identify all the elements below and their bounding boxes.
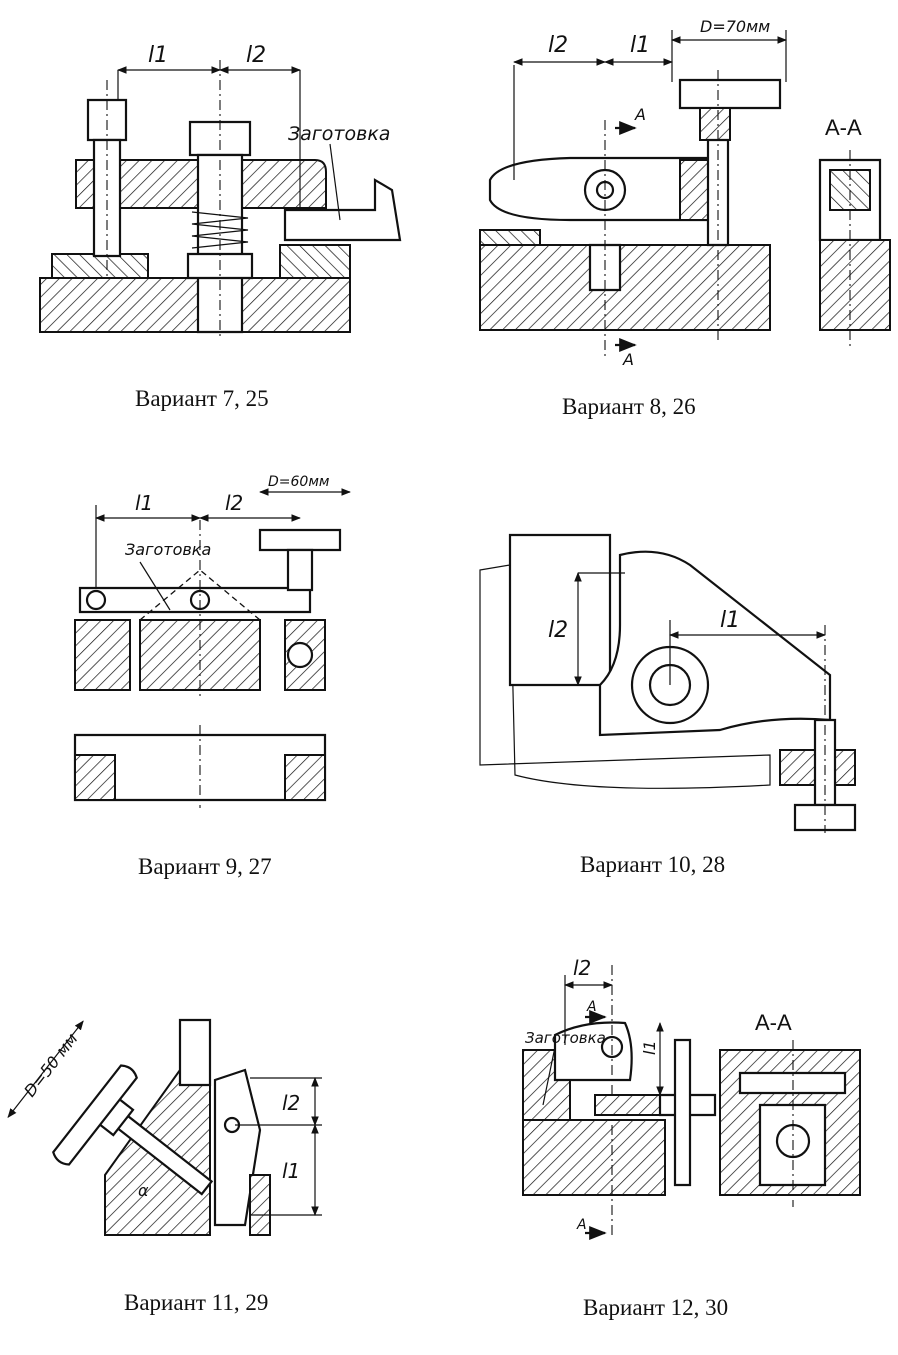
variant-9-panel: l1 l2 D=60мм Заготовка xyxy=(60,470,370,810)
variant-12-drawing: l2 A A Заготовка l1 A-A xyxy=(522,956,861,1241)
variant-9-l1-label: l1 xyxy=(135,491,153,515)
variant-8-section-mark-bottom: A xyxy=(622,350,634,369)
variant-10-l2-label: l2 xyxy=(548,618,568,643)
variant-7-l1-label: l1 xyxy=(148,43,168,68)
variant-9-diameter-label: D=60мм xyxy=(268,474,330,490)
variant-8-l1-label: l1 xyxy=(630,33,650,58)
variant-8-l2-label: l2 xyxy=(548,33,568,58)
variant-12-section-title: A-A xyxy=(755,1010,792,1035)
variant-9-workpiece-label: Заготовка xyxy=(125,540,211,559)
variant-7-caption: Вариант 7, 25 xyxy=(135,386,269,411)
variant-9-drawing: l1 l2 D=60мм Заготовка xyxy=(73,474,351,808)
variant-8-caption: Вариант 8, 26 xyxy=(562,394,696,419)
variant-11-l1-label: l1 xyxy=(282,1159,300,1183)
variant-8-section-title: A-A xyxy=(825,115,862,140)
variant-11-alpha-label: α xyxy=(138,1181,149,1200)
variant-12-l2-label: l2 xyxy=(573,956,591,980)
variant-10-l1-label: l1 xyxy=(720,608,740,633)
variant-11-l2-label: l2 xyxy=(282,1091,300,1115)
variant-7-workpiece-label: Заготовка xyxy=(288,123,390,145)
variant-11-caption: Вариант 11, 29 xyxy=(124,1290,269,1315)
variant-9-caption: Вариант 9, 27 xyxy=(138,854,272,879)
variant-8-diameter-label: D=70мм xyxy=(700,17,770,36)
variant-10-caption: Вариант 10, 28 xyxy=(580,852,726,877)
variant-8-section-mark-top: A xyxy=(634,105,646,124)
variant-11-drawing: D=50 мм α l2 l1 xyxy=(7,1018,322,1236)
variant-12-l1-label: l1 xyxy=(640,1040,659,1055)
variant-8-drawing: l2 l1 D=70мм A A A-A xyxy=(479,17,891,369)
variant-10-drawing: l2 l1 xyxy=(479,533,857,833)
variant-11-panel: D=50 мм α l2 l1 xyxy=(7,1010,340,1245)
variant-12-caption: Вариант 12, 30 xyxy=(583,1295,729,1320)
variant-11-diameter-label: D=50 мм xyxy=(20,1029,81,1100)
variant-12-workpiece-label: Заготовка xyxy=(525,1029,606,1047)
variant-7-l2-label: l2 xyxy=(246,43,266,68)
variant-12-section-mark-bottom: A xyxy=(576,1217,587,1233)
variant-7-drawing: l1 l2 Заготовка xyxy=(39,43,402,340)
variant-8-panel: l2 l1 D=70мм A A A-A xyxy=(440,10,891,370)
variant-12-panel: l2 A A Заготовка l1 A-A xyxy=(515,945,885,1245)
variant-9-l2-label: l2 xyxy=(225,491,243,515)
variant-12-section-mark-top: A xyxy=(586,999,597,1015)
variant-10-panel: l2 l1 xyxy=(470,525,880,835)
variant-7-panel: l1 l2 Заготовка xyxy=(30,40,420,340)
